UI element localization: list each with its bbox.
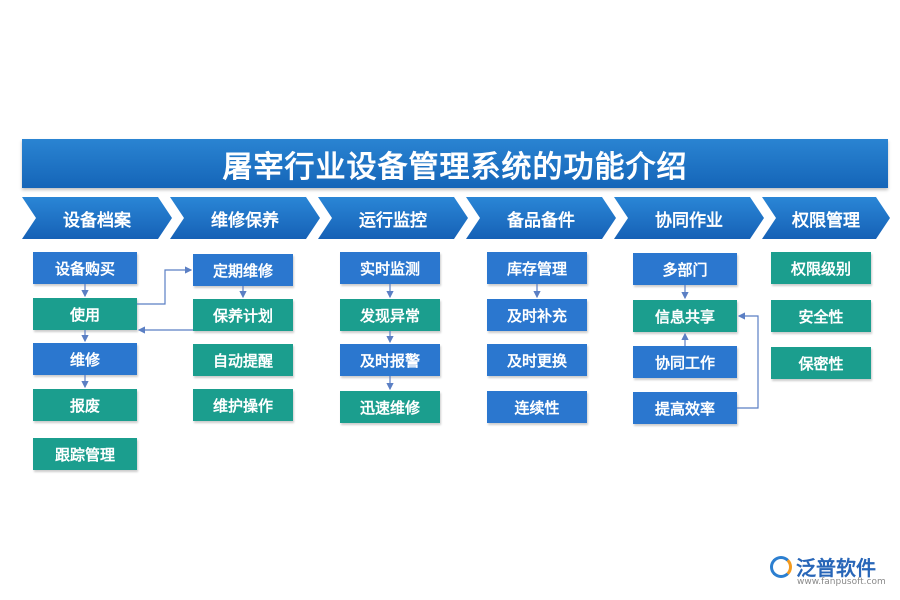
page-title: 屠宰行业设备管理系统的功能介绍: [22, 139, 888, 188]
arrow-efficiency-sharing: [737, 312, 759, 409]
arrow-use-to-scheduled: [137, 266, 193, 305]
item-timely-replace: 及时更换: [487, 344, 587, 376]
item-tracking: 跟踪管理: [33, 438, 137, 470]
item-auto-reminder: 自动提醒: [193, 344, 293, 376]
header-operation-monitoring: 运行监控: [318, 197, 468, 239]
item-realtime-monitoring: 实时监测: [340, 252, 440, 284]
item-permission-level: 权限级别: [771, 252, 871, 284]
item-inventory-management: 库存管理: [487, 252, 587, 284]
item-maintenance-operation: 维护操作: [193, 389, 293, 421]
item-info-sharing: 信息共享: [633, 300, 737, 332]
item-repair: 维修: [33, 343, 137, 375]
item-improve-efficiency: 提高效率: [633, 392, 737, 424]
brand-logo: 泛普软件: [770, 552, 876, 581]
item-scheduled-repair: 定期维修: [193, 254, 293, 286]
item-timely-alarm: 及时报警: [340, 344, 440, 376]
item-use: 使用: [33, 298, 137, 330]
logo-name: 泛普软件: [796, 556, 876, 580]
logo-icon: [770, 555, 792, 578]
header-spare-parts: 备品备件: [466, 197, 616, 239]
header-maintenance: 维修保养: [170, 197, 320, 239]
header-collaboration: 协同作业: [614, 197, 764, 239]
item-confidentiality: 保密性: [771, 347, 871, 379]
item-detect-anomaly: 发现异常: [340, 299, 440, 331]
item-purchase: 设备购买: [33, 252, 137, 284]
header-equipment-archive: 设备档案: [22, 197, 172, 239]
item-timely-replenish: 及时补充: [487, 299, 587, 331]
header-permissions: 权限管理: [762, 197, 890, 239]
item-security: 安全性: [771, 300, 871, 332]
item-scrap: 报废: [33, 389, 137, 421]
item-maintenance-plan: 保养计划: [193, 299, 293, 331]
item-continuity: 连续性: [487, 391, 587, 423]
item-multi-department: 多部门: [633, 253, 737, 285]
item-quick-repair: 迅速维修: [340, 391, 440, 423]
item-collaborative-work: 协同工作: [633, 346, 737, 378]
logo-url: www.fanpusoft.com: [797, 577, 886, 587]
